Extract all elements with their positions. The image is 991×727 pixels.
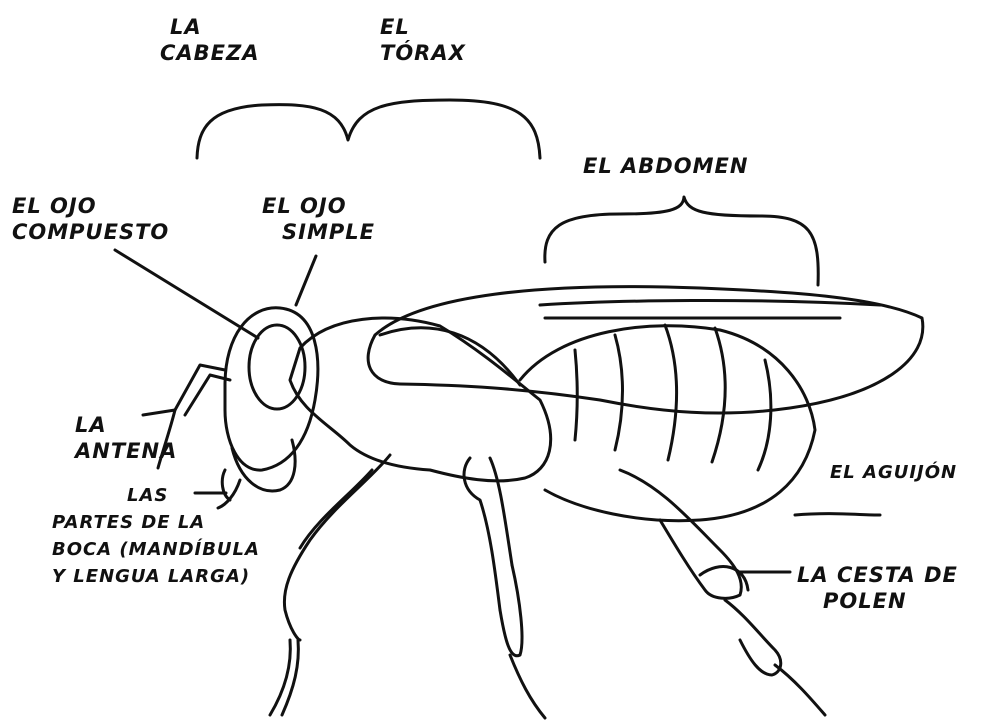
label-antenna-line2: ANTENA — [75, 438, 177, 464]
label-compound-eye-line2: COMPUESTO — [12, 219, 169, 245]
wing-vein — [540, 300, 880, 305]
label-mouthparts-line3: BOCA (MANDÍBULA — [52, 536, 260, 563]
label-mouthparts: LAS PARTES DE LA BOCA (MANDÍBULA Y LENGU… — [52, 482, 260, 590]
label-pollen-basket: LA CESTA DE POLEN — [797, 562, 958, 614]
hind-leg-foot — [775, 665, 825, 715]
head — [225, 308, 318, 470]
label-mouthparts-line4: Y LENGUA LARGA) — [52, 563, 260, 590]
thorax — [290, 318, 551, 481]
wing — [368, 287, 923, 413]
hind-leg — [620, 470, 741, 598]
label-head-line1: LA — [160, 14, 260, 40]
label-mouthparts-line2: PARTES DE LA — [52, 509, 260, 536]
label-antenna-line1: LA — [75, 412, 177, 438]
head-thorax-bracket — [197, 100, 540, 158]
middle-leg — [490, 458, 512, 565]
wing-front-edge — [380, 328, 520, 385]
label-simple-eye: EL OJO SIMPLE — [262, 193, 375, 245]
stinger-line — [795, 514, 880, 515]
label-compound-eye-line1: EL OJO — [12, 193, 169, 219]
label-thorax: EL TÓRAX — [380, 14, 466, 66]
label-head-line2: CABEZA — [160, 40, 260, 66]
label-compound-eye: EL OJO COMPUESTO — [12, 193, 169, 245]
middle-leg-foot — [510, 655, 545, 718]
label-pollen-basket-line2: POLEN — [797, 588, 958, 614]
label-abdomen: EL ABDOMEN — [583, 153, 748, 179]
label-stinger: EL AGUIJÓN — [830, 460, 957, 486]
label-head: LA CABEZA — [160, 14, 260, 66]
label-simple-eye-line1: EL OJO — [262, 193, 375, 219]
leader-compound-eye — [115, 250, 258, 338]
abdomen-stripe — [758, 360, 771, 470]
leader-simple-eye — [296, 256, 316, 305]
label-pollen-basket-line1: LA CESTA DE — [797, 562, 958, 588]
middle-leg — [500, 565, 522, 656]
label-thorax-line1: EL — [380, 14, 466, 40]
abdomen-stripe — [615, 335, 623, 450]
abdomen-stripe — [665, 325, 677, 460]
label-mouthparts-line1: LAS — [52, 482, 260, 509]
label-antenna: LA ANTENA — [75, 412, 177, 464]
label-thorax-line2: TÓRAX — [380, 40, 466, 66]
label-simple-eye-line2: SIMPLE — [262, 219, 375, 245]
abdomen-stripe — [712, 328, 725, 462]
hind-leg-lower — [725, 600, 781, 675]
abdomen-bracket — [545, 197, 818, 285]
